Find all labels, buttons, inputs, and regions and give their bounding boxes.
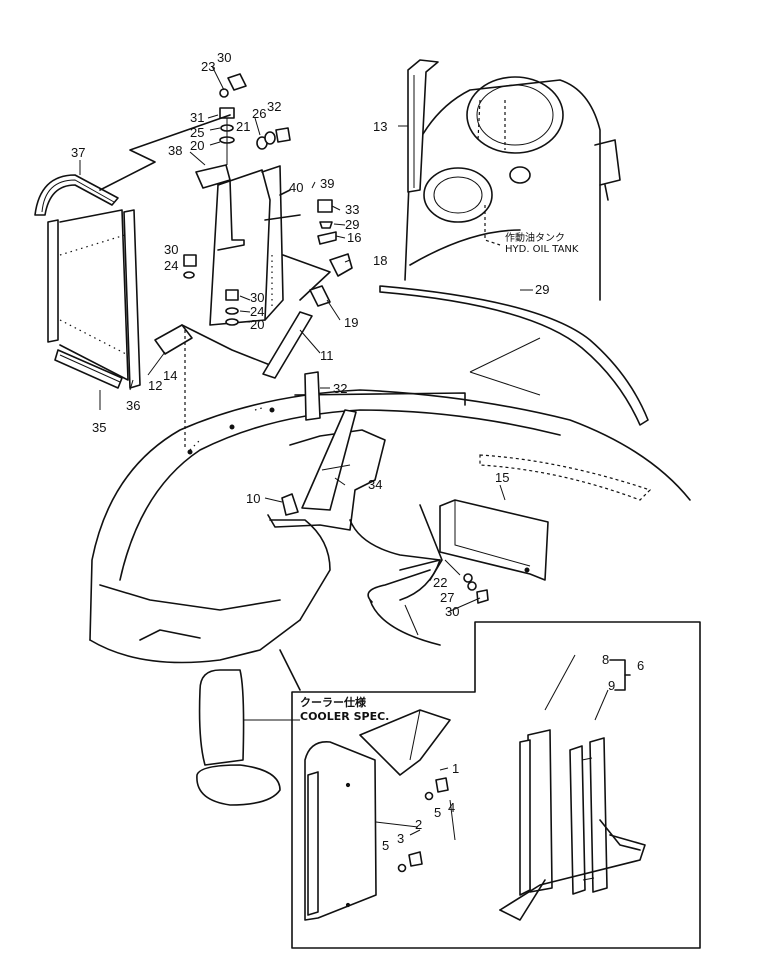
bolts-16-26-31 bbox=[317, 199, 337, 245]
part-34-bar bbox=[301, 409, 357, 511]
label-39: 39 bbox=[320, 176, 334, 191]
label-40: 40 bbox=[289, 180, 303, 195]
part-10-block bbox=[281, 493, 299, 516]
label-6: 6 bbox=[637, 658, 644, 673]
label-14: 14 bbox=[163, 368, 177, 383]
cooler-spec-title-en: COOLER SPEC. bbox=[300, 710, 389, 723]
label-2: 2 bbox=[415, 817, 422, 832]
bolts-21-25-28 bbox=[404, 559, 489, 636]
label-20b: 21 bbox=[236, 119, 250, 134]
tank-label: 作動油タンク HYD. OIL TANK bbox=[505, 231, 579, 255]
label-32: 32 bbox=[333, 381, 347, 396]
label-3: 3 bbox=[397, 831, 404, 846]
label-29a: 30 bbox=[164, 242, 178, 257]
cooler-spec-box: クーラー仕様 COOLER SPEC. bbox=[291, 621, 701, 949]
label-1: 1 bbox=[452, 761, 459, 776]
left-seal-parts bbox=[34, 114, 231, 389]
label-31: 33 bbox=[345, 202, 359, 217]
label-33: 29 bbox=[535, 282, 549, 297]
label-17: 18 bbox=[373, 253, 387, 268]
tank-label-en: HYD. OIL TANK bbox=[505, 244, 579, 255]
label-5a: 5 bbox=[434, 805, 441, 820]
label-25: 27 bbox=[440, 590, 454, 605]
label-23: 23 bbox=[201, 59, 215, 74]
label-36: 36 bbox=[126, 398, 140, 413]
label-10: 10 bbox=[246, 491, 260, 506]
part-18-block bbox=[309, 285, 331, 307]
label-4: 4 bbox=[448, 800, 455, 815]
cooler-spec-title-jp: クーラー仕様 bbox=[300, 695, 367, 709]
label-21: 22 bbox=[433, 575, 447, 590]
label-34: 34 bbox=[368, 477, 382, 492]
label-24a: 25 bbox=[190, 125, 204, 140]
label-12: 12 bbox=[148, 378, 162, 393]
bolts-19-22-29 bbox=[183, 254, 239, 450]
label-20a: 20 bbox=[190, 138, 204, 153]
leader-lines bbox=[79, 65, 533, 841]
label-35: 35 bbox=[92, 420, 106, 435]
bolts-top-cluster bbox=[219, 73, 291, 165]
label-11: 11 bbox=[320, 348, 334, 363]
label-5b: 5 bbox=[382, 838, 389, 853]
label-19: 20 bbox=[250, 317, 264, 332]
label-27: 30 bbox=[217, 50, 231, 65]
label-37: 37 bbox=[71, 145, 85, 160]
part-13-seal-strip bbox=[407, 59, 439, 193]
label-24b: 26 bbox=[252, 106, 266, 121]
part-11-bar bbox=[262, 311, 313, 379]
part-15-plate bbox=[419, 499, 549, 581]
part-38-bracket bbox=[195, 164, 231, 189]
cover-plate-assembly bbox=[209, 165, 331, 326]
part-14-bracket bbox=[154, 324, 193, 355]
label-18: 19 bbox=[344, 315, 358, 330]
part-34-detail bbox=[321, 464, 351, 471]
label-13: 13 bbox=[373, 119, 387, 134]
label-29b: 30 bbox=[250, 290, 264, 305]
hyd-oil-tank bbox=[404, 76, 621, 301]
label-26: 29 bbox=[345, 217, 359, 232]
part-32-block bbox=[304, 371, 321, 421]
tank-label-jp: 作動油タンク bbox=[505, 231, 565, 244]
label-15: 15 bbox=[495, 470, 509, 485]
part-number-labels: 13 29 40 39 33 29 16 18 19 11 32 34 10 1… bbox=[71, 50, 644, 853]
part-14-link bbox=[181, 324, 271, 366]
cylinder-part bbox=[196, 649, 301, 806]
part-17-bracket bbox=[329, 253, 353, 277]
label-30a: 31 bbox=[190, 110, 204, 125]
label-38: 38 bbox=[168, 143, 182, 158]
part-33-curved-seal bbox=[379, 285, 649, 426]
label-28: 30 bbox=[445, 604, 459, 619]
label-22a: 24 bbox=[164, 258, 178, 273]
part-33-leader-lines bbox=[469, 337, 541, 396]
label-22b: 24 bbox=[250, 304, 264, 319]
label-30b: 32 bbox=[267, 99, 281, 114]
label-8: 8 bbox=[602, 652, 609, 667]
label-9: 9 bbox=[608, 678, 615, 693]
revolving-frame bbox=[89, 389, 691, 664]
label-16: 16 bbox=[347, 230, 361, 245]
